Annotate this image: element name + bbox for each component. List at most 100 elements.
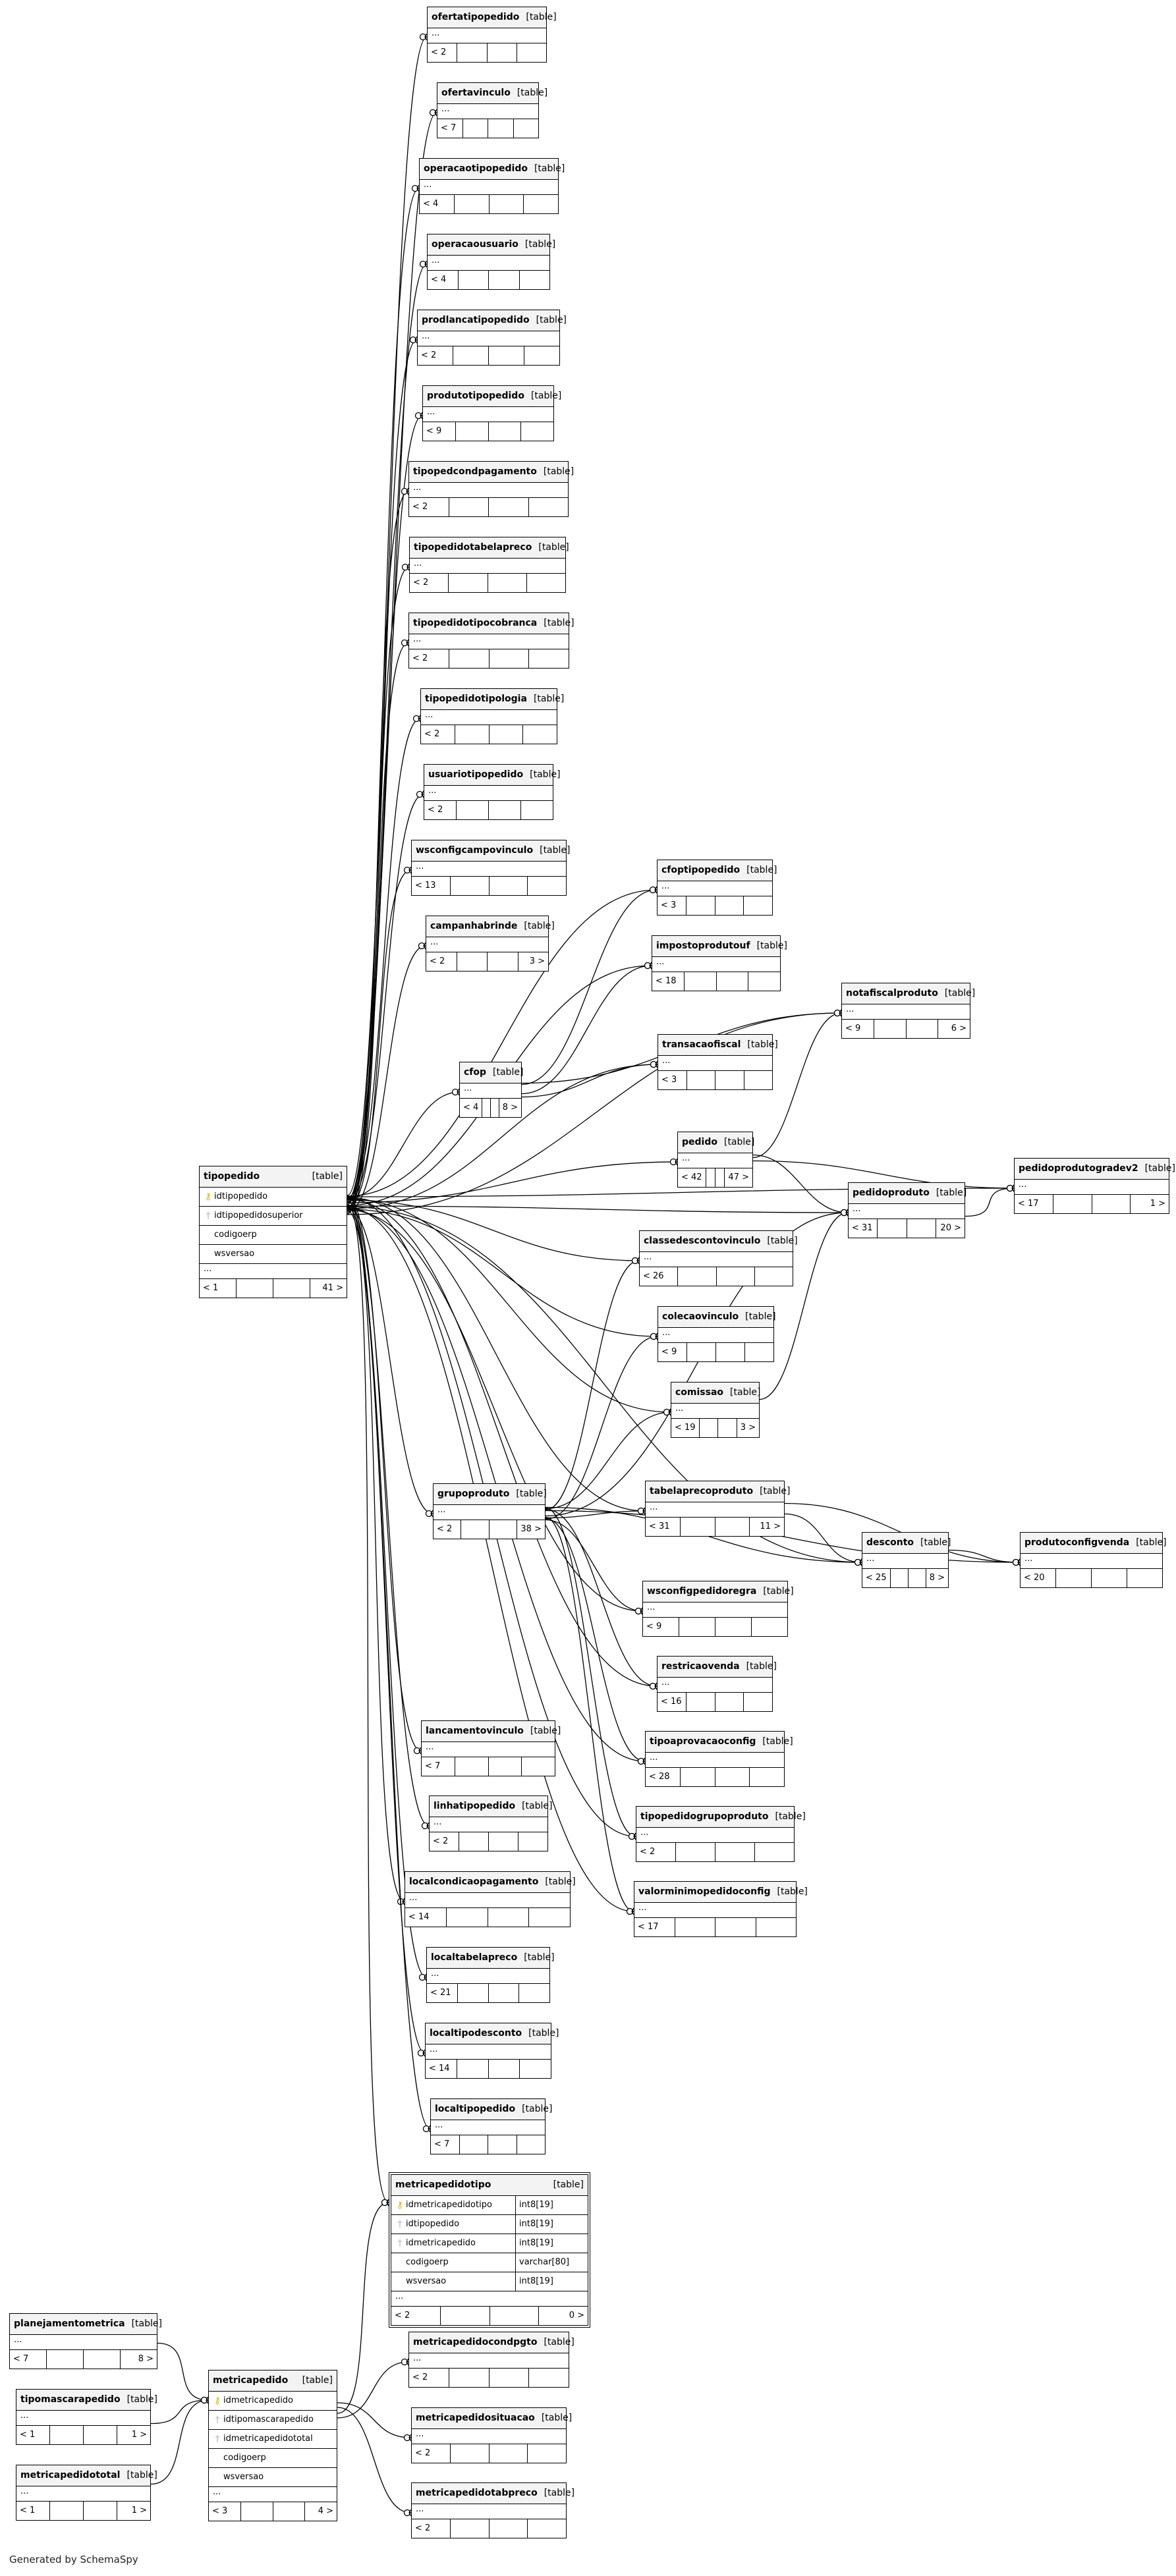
children-count: < 25 <box>862 1569 891 1587</box>
table-operacaousuario[interactable]: operacaousuario[table]...< 4 <box>427 234 555 290</box>
column-row: wsversao <box>209 2468 337 2487</box>
table-header: usuariotipopedido[table] <box>424 765 561 786</box>
crowsfoot-marker <box>386 2199 389 2206</box>
crowsfoot-marker <box>406 563 410 571</box>
footer-cell <box>681 1768 715 1786</box>
relationship-edge <box>347 869 412 1207</box>
table-tipopedcondpagamento[interactable]: tipopedcondpagamento[table]...< 2 <box>408 461 574 517</box>
more-columns-ellipsis: ... <box>16 2411 150 2426</box>
parents-count: 8 > <box>138 2354 154 2364</box>
table-tag: [table] <box>312 1171 343 1182</box>
crowsfoot-marker <box>414 412 422 420</box>
table-tipopedidogrupoproduto[interactable]: tipopedidogrupoproduto[table]...< 2 <box>636 1806 806 1862</box>
children-count: < 3 <box>658 896 686 915</box>
crowsfoot-marker <box>424 33 428 41</box>
table-tipoaprovacaoconfig[interactable]: tipoaprovacaoconfig[table]...< 28 <box>645 1731 793 1787</box>
parents-count <box>524 346 559 365</box>
table-tipopedidotipocobranca[interactable]: tipopedidotipocobranca[table]...< 2 <box>408 613 574 669</box>
table-localtipopedido[interactable]: localtipopedido[table]...< 7 <box>430 2098 552 2154</box>
table-tag: [table] <box>775 1811 806 1822</box>
footer-cell <box>84 2350 121 2369</box>
table-tag: [table] <box>543 466 574 477</box>
relationship-edge <box>347 1199 431 2129</box>
table-metricapedido[interactable]: metricapedido[table]⚷idmetricapedido†idt… <box>208 2370 337 2521</box>
children-count: < 2 <box>409 498 449 516</box>
table-localcondicaopagamento[interactable]: localcondicaopagamento[table]...< 14 <box>405 1871 576 1927</box>
table-restricaovenda[interactable]: restricaovenda[table]...< 16 <box>657 1656 777 1712</box>
table-wsconfigcampovinculo[interactable]: wsconfigcampovinculo[table]...< 13 <box>411 840 571 896</box>
table-tipopedido[interactable]: tipopedido[table]⚷idtipopedido†idtipoped… <box>199 1166 347 1298</box>
table-prodlancatipopedido[interactable]: prodlancatipopedido[table]...< 2 <box>417 310 567 366</box>
footer-cell <box>50 2426 84 2444</box>
table-metricapedidosituacao[interactable]: metricapedidosituacao[table]...< 2 <box>411 2407 572 2463</box>
table-tag: [table] <box>746 1661 777 1672</box>
table-tipopedidotipologia[interactable]: tipopedidotipologia[table]...< 2 <box>420 688 564 744</box>
footer-cell <box>489 801 521 819</box>
table-produtotipopedido[interactable]: produtotipopedido[table]...< 9 <box>422 385 561 441</box>
children-count: < 2 <box>424 801 457 819</box>
table-colecaovinculo[interactable]: colecaovinculo[table]...< 9 <box>658 1306 776 1362</box>
column-name: idtipopedido <box>214 1192 268 1201</box>
children-count: < 17 <box>1015 1195 1053 1213</box>
relationship-edge <box>347 1205 405 1902</box>
table-name: tipopedido <box>204 1171 260 1182</box>
table-ofertatipopedido[interactable]: ofertatipopedido[table]...< 2 <box>427 7 557 63</box>
children-count: < 9 <box>658 1343 687 1361</box>
table-localtabelapreco[interactable]: localtabelapreco[table]...< 21 <box>426 1947 555 2003</box>
more-columns-ellipsis: ... <box>10 2335 157 2350</box>
table-metricapedidocondpgto[interactable]: metricapedidocondpgto[table]...< 2 <box>408 2332 574 2388</box>
footer-cell <box>273 1279 310 1298</box>
crowsfoot-marker <box>668 1408 671 1416</box>
footer-cell <box>717 1267 755 1286</box>
crowsfoot-marker <box>418 715 421 723</box>
table-wsconfigpedidoregra[interactable]: wsconfigpedidoregra[table]...< 9 <box>642 1581 794 1637</box>
table-produtoconfigvenda[interactable]: produtoconfigvenda[table]...< 20 <box>1020 1532 1167 1588</box>
table-transacaofiscal[interactable]: transacaofiscal[table]...< 3 <box>658 1034 778 1090</box>
footer-cell <box>1092 1195 1131 1213</box>
table-localtipodesconto[interactable]: localtipodesconto[table]...< 14 <box>425 2023 559 2079</box>
table-operacaotipopedido[interactable]: operacaotipopedido[table]...< 4 <box>419 158 565 214</box>
crowsfoot-marker <box>401 563 409 571</box>
table-classedescontovinculo[interactable]: classedescontovinculo[table]...< 26 <box>639 1230 798 1286</box>
footer-cell <box>463 119 488 138</box>
table-name: prodlancatipopedido <box>422 315 530 325</box>
table-header: colecaovinculo[table] <box>658 1307 776 1328</box>
table-metricapedidotipo[interactable]: metricapedidotipo[table]⚷idmetricapedido… <box>389 2172 590 2328</box>
table-impostoprodutouf[interactable]: impostoprodutouf[table]...< 18 <box>652 935 787 991</box>
table-usuariotipopedido[interactable]: usuariotipopedido[table]...< 2 <box>424 764 561 820</box>
table-lancamentovinculo[interactable]: lancamentovinculo[table]...< 7 <box>421 1720 561 1776</box>
table-name: operacaousuario <box>432 239 518 250</box>
footer-cell <box>715 1693 744 1711</box>
table-name: cfop <box>464 1067 487 1078</box>
table-tag: [table] <box>524 239 556 250</box>
table-ofertavinculo[interactable]: ofertavinculo[table]...< 7 <box>437 82 547 138</box>
column-row: codigoerp <box>200 1226 347 1245</box>
relationship-edge <box>752 1154 849 1213</box>
table-metricapedidotabpreco[interactable]: metricapedidotabpreco[table]...< 2 <box>411 2482 574 2538</box>
more-columns-ellipsis: ... <box>405 1893 570 1908</box>
more-columns-ellipsis: ... <box>409 2353 569 2369</box>
table-linhatipopedido[interactable]: linhatipopedido[table]...< 2 <box>429 1795 552 1851</box>
table-valorminimopedidoconfig[interactable]: valorminimopedidoconfig[table]...< 17 <box>634 1881 808 1937</box>
crowsfoot-marker <box>421 790 424 798</box>
parents-count <box>744 1693 772 1711</box>
table-footer: < 9 <box>643 1618 787 1636</box>
table-cfoptipopedido[interactable]: cfoptipopedido[table]...< 3 <box>657 860 777 916</box>
table-tipopedidotabelapreco[interactable]: tipopedidotabelapreco[table]...< 2 <box>409 537 569 593</box>
